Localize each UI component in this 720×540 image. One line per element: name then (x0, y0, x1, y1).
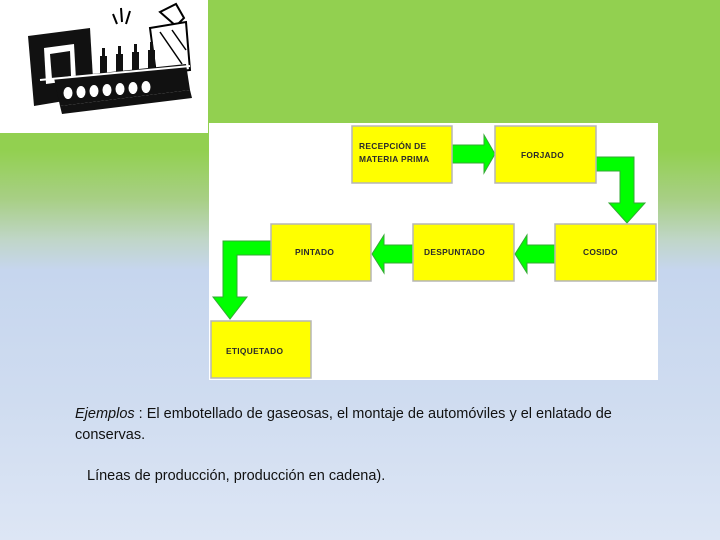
process-box: PINTADO (270, 223, 372, 282)
arrow-left-icon (514, 233, 556, 275)
process-box: RECEPCIÓN DE MATERIA PRIMA (351, 125, 453, 184)
process-box: FORJADO (494, 125, 597, 184)
process-label: RECEPCIÓN DE (359, 140, 426, 151)
process-label: FORJADO (521, 150, 564, 160)
examples-lead: Ejemplos (75, 406, 135, 422)
production-lines-note: Líneas de producción, producción en cade… (87, 468, 386, 484)
process-box: COSIDO (554, 223, 657, 282)
assembly-line-icon (0, 0, 208, 133)
process-label: PINTADO (295, 247, 334, 257)
examples-text: : El embotellado de gaseosas, el montaje… (75, 406, 612, 443)
process-label: COSIDO (583, 247, 618, 257)
process-label: ETIQUETADO (226, 346, 283, 356)
arrow-elbow-down-icon (211, 240, 272, 320)
arrow-left-icon (371, 233, 414, 275)
process-box: DESPUNTADO (412, 223, 515, 282)
process-label: MATERIA PRIMA (359, 154, 429, 164)
process-label: DESPUNTADO (424, 247, 485, 257)
examples-caption: Ejemplos : El embotellado de gaseosas, e… (75, 404, 685, 446)
process-box: ETIQUETADO (210, 320, 312, 379)
arrow-elbow-down-icon (595, 156, 647, 224)
arrow-right-icon (451, 133, 496, 175)
production-flow-diagram: RECEPCIÓN DE MATERIA PRIMA FORJADO COSID… (209, 123, 658, 380)
